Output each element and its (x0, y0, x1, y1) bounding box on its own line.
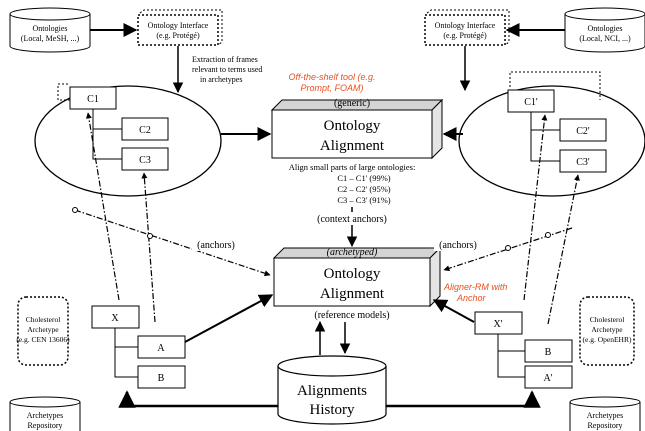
ontologies-left-line1: Ontologies (32, 24, 67, 33)
alignment-generic-qualifier: (generic) (334, 98, 370, 109)
interface-right-line2: (e.g. Protégé) (443, 31, 487, 40)
concept-c1-box: C1 (69, 86, 117, 110)
repo-left-line2: Repository (27, 421, 62, 430)
history-line1: Alignments (297, 383, 367, 399)
concept-c2-prime-label: C2' (576, 126, 590, 137)
node-a-prime-label: A' (543, 373, 552, 384)
interface-right-box: Ontology Interface (e.g. Protégé) (424, 9, 510, 46)
ontologies-left-cylinder: Ontologies (Local, MeSH, ...) (9, 7, 91, 53)
archetype-left-line2: Archetype (27, 325, 59, 334)
node-b-label: B (158, 373, 165, 384)
anchor-point-right-1 (505, 245, 511, 251)
ontologies-right-line2: (Local, NCI, ...) (579, 34, 631, 43)
reference-models-label: (reference models) (314, 310, 389, 321)
node-a-prime-box: A' (524, 365, 573, 389)
alignment-generic-line2: Alignment (320, 138, 385, 154)
tree-line-c1-c3 (92, 129, 122, 160)
concept-c1-prime-label: C1' (524, 97, 538, 108)
left-frame-connector (57, 83, 75, 101)
anchors-left-label: (anchors) (197, 240, 235, 251)
concept-c2-prime-box: C2' (559, 118, 607, 142)
tree-line-c1p-c3p (530, 130, 560, 162)
anchor-links-right (443, 114, 580, 325)
archetype-right-box: Cholesterol Archetype (e.g. OpenEHR) (579, 296, 635, 366)
node-b-prime-box: B (524, 339, 573, 363)
align-note-row3: C3 – C3' (91%) (337, 195, 390, 205)
repo-right-line2: Repository (587, 421, 622, 430)
repo-left-line1: Archetypes (27, 411, 63, 420)
tool-note-line1: Off-the-shelf tool (e.g. (288, 72, 375, 82)
node-x-prime-box: X' (474, 311, 523, 335)
arrow-node-x-prime-to-alignment (432, 299, 475, 323)
node-b-box: B (137, 365, 186, 389)
interface-left-line2: (e.g. Protégé) (156, 31, 200, 40)
archetype-right-line3: (e.g. OpenEHR) (583, 335, 632, 344)
concept-c3-prime-box: C3' (559, 149, 607, 173)
tool-note-line2: Prompt, FOAM) (300, 83, 363, 93)
concept-c1-prime-box: C1' (507, 89, 555, 113)
align-note-row1: C1 – C1' (99%) (337, 173, 390, 183)
concept-c3-prime-label: C3' (576, 157, 590, 168)
node-a-label: A (157, 343, 165, 354)
ontologies-right-cylinder: Ontologies (Local, NCI, ...) (564, 7, 645, 53)
concept-c3-label: C3 (139, 155, 151, 166)
anchor-links-left (74, 112, 271, 323)
concept-c2-box: C2 (121, 117, 169, 141)
concept-c3-box: C3 (121, 147, 169, 171)
extraction-line2: relevant to terms used (192, 65, 262, 74)
ontologies-right-line1: Ontologies (587, 24, 622, 33)
history-line2: History (310, 402, 356, 418)
node-x-prime-label: X' (493, 319, 502, 330)
right-frame-connector (509, 71, 601, 100)
concept-c2-label: C2 (139, 125, 151, 136)
archetype-left-line1: Cholesterol (26, 315, 61, 324)
alignment-archetyped-qualifier: (archetyped) (327, 247, 378, 258)
node-x-label: X (111, 313, 119, 324)
archetype-right-line1: Cholesterol (590, 315, 625, 324)
anchors-right-label: (anchors) (439, 240, 477, 251)
repo-right-line1: Archetypes (587, 411, 623, 420)
interface-left-box: Ontology Interface (e.g. Protégé) (137, 9, 223, 46)
alignment-archetyped-line1: Ontology (324, 266, 381, 282)
alignments-history-cylinder: Alignments History (277, 355, 387, 425)
aligner-note-line2: Anchor (456, 293, 487, 303)
anchor-point-left-2 (147, 233, 153, 239)
arrow-history-to-left-repo (118, 390, 278, 408)
alignment-archetyped-box: (archetyped) Ontology Alignment (272, 246, 442, 308)
repository-left-cylinder: Archetypes Repository (9, 396, 81, 431)
node-a-box: A (137, 335, 186, 359)
align-note-heading: Align small parts of large ontologies: (289, 162, 416, 172)
extraction-line3: in archetypes (200, 75, 242, 84)
tool-note: Off-the-shelf tool (e.g. Prompt, FOAM) (288, 72, 375, 93)
aligner-note: Aligner-RM with Anchor (443, 282, 507, 303)
archetype-left-line3: (e.g. CEN 13606) (16, 335, 70, 344)
aligner-note-line1: Aligner-RM with (443, 282, 507, 292)
node-x-box: X (91, 305, 140, 329)
ontologies-left-line2: (Local, MeSH, ...) (21, 34, 80, 43)
arrow-history-to-right-repo (386, 390, 541, 408)
arrow-node-a-to-alignment (184, 294, 274, 343)
ontology-fragment-left (34, 85, 222, 197)
alignment-archetyped-line2: Alignment (320, 286, 385, 302)
repository-right-cylinder: Archetypes Repository (569, 396, 641, 431)
align-note-row2: C2 – C2' (95%) (337, 184, 390, 194)
interface-right-line1: Ontology Interface (435, 21, 496, 30)
extraction-line1: Extraction of frames (192, 55, 258, 64)
archetype-right-line2: Archetype (591, 325, 623, 334)
anchor-point-right-2 (545, 232, 551, 238)
archetype-left-box: Cholesterol Archetype (e.g. CEN 13606) (16, 296, 70, 366)
alignment-generic-box: (generic) Ontology Alignment (270, 98, 444, 160)
extraction-note: Extraction of frames relevant to terms u… (192, 55, 262, 84)
node-b-right-label: B (545, 347, 552, 358)
anchor-point-left-1 (72, 207, 78, 213)
interface-left-line1: Ontology Interface (148, 21, 209, 30)
alignment-generic-line1: Ontology (324, 118, 381, 134)
context-anchors-label: (context anchors) (317, 214, 387, 225)
concept-c1-label: C1 (87, 94, 99, 105)
align-note: Align small parts of large ontologies: C… (289, 162, 416, 205)
